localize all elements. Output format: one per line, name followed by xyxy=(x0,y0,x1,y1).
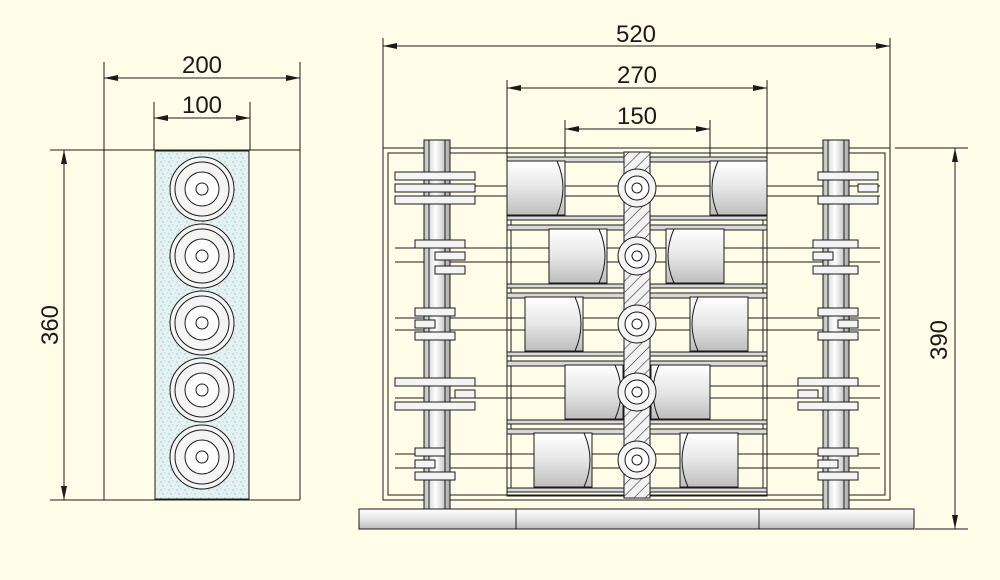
collar xyxy=(817,171,879,181)
cylinder-block xyxy=(689,296,749,352)
disc xyxy=(169,156,235,222)
collar xyxy=(394,195,476,205)
collar xyxy=(837,319,859,329)
collar xyxy=(812,251,834,261)
collar xyxy=(434,265,466,275)
collar xyxy=(817,459,839,469)
shaft-collars xyxy=(394,171,879,481)
collar xyxy=(454,389,476,399)
collar xyxy=(414,331,456,341)
base-plate xyxy=(358,508,915,530)
hub xyxy=(617,304,657,344)
disc xyxy=(169,357,235,423)
collar xyxy=(414,459,436,469)
collar xyxy=(414,319,436,329)
right-width-label: 520 xyxy=(616,21,656,48)
cylinder-block xyxy=(650,364,711,420)
cylinder-block xyxy=(524,296,584,352)
left-discs xyxy=(169,156,235,490)
hub xyxy=(617,440,657,480)
left-inner-label: 100 xyxy=(182,92,222,119)
collar xyxy=(817,307,859,317)
right-center-label: 150 xyxy=(617,103,657,130)
collar xyxy=(394,377,476,387)
collar xyxy=(817,447,859,457)
collar xyxy=(394,171,476,181)
collar xyxy=(812,265,859,275)
disc xyxy=(169,290,235,356)
cylinder-block xyxy=(564,364,624,420)
collar xyxy=(797,377,859,387)
cylinder-block xyxy=(533,432,593,488)
collar xyxy=(394,401,476,411)
collar xyxy=(414,447,446,457)
collar xyxy=(812,239,859,249)
collar xyxy=(817,195,879,205)
collar xyxy=(414,307,456,317)
hub xyxy=(617,168,657,208)
outer-frame xyxy=(382,147,891,501)
cylinder-block xyxy=(665,228,725,284)
cylinder-block xyxy=(548,228,608,284)
collar xyxy=(817,331,859,341)
disc xyxy=(169,424,235,490)
collar xyxy=(414,239,466,249)
right-height-label: 390 xyxy=(926,320,953,360)
collar xyxy=(434,251,466,261)
cylinder-block xyxy=(506,160,566,216)
collar xyxy=(817,471,859,481)
disc xyxy=(169,223,235,289)
cylinder-block xyxy=(679,432,739,488)
collar xyxy=(414,471,456,481)
right-view xyxy=(358,38,968,530)
hub xyxy=(617,372,657,412)
collar xyxy=(394,183,476,193)
hub xyxy=(617,236,657,276)
left-view xyxy=(50,62,301,501)
left-height-label: 360 xyxy=(37,305,64,345)
collar xyxy=(857,183,879,193)
center-hubs xyxy=(617,168,657,480)
collar xyxy=(797,401,859,411)
cylinder-block xyxy=(709,160,768,216)
collar xyxy=(797,389,819,399)
right-inner-label: 270 xyxy=(617,62,657,89)
left-width-label: 200 xyxy=(182,52,222,79)
